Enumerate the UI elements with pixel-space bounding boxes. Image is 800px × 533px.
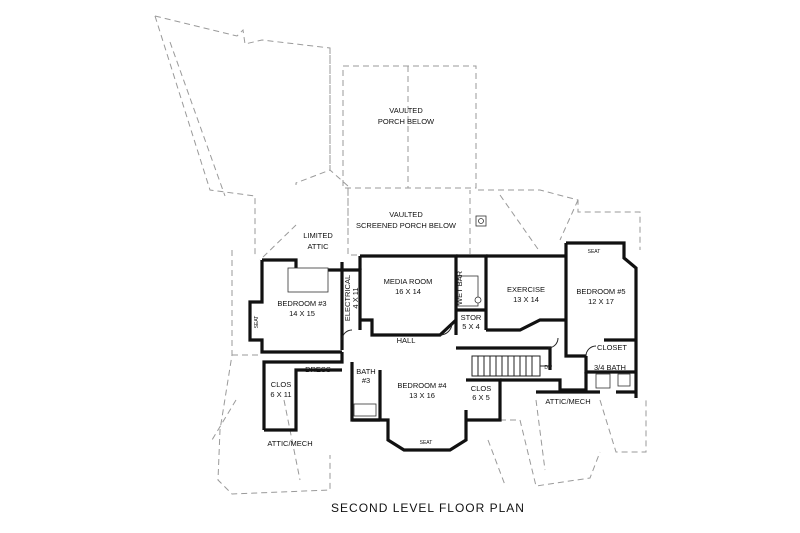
seat-left: SEAT (254, 316, 260, 329)
limited-attic-line2: ATTIC (307, 242, 329, 251)
roof-outline (154, 15, 647, 495)
closet-b5-name: CLOSET (597, 343, 627, 352)
wet-bar-name: WET BAR (455, 270, 464, 305)
stor-name: STOR (461, 313, 482, 322)
vaulted-screened-line2: SCREENED PORCH BELOW (356, 221, 457, 230)
plan-title: SECOND LEVEL FLOOR PLAN (331, 501, 525, 515)
vaulted-porch-line1: VAULTED (389, 106, 423, 115)
shower-b5 (595, 373, 611, 389)
electrical-name: ELECTRICAL (343, 275, 352, 321)
media-room-name: MEDIA ROOM (384, 277, 433, 286)
stor-size: 5 X 4 (462, 322, 480, 331)
seat-bedroom5: SEAT (588, 249, 601, 255)
bedroom4-size: 13 X 16 (409, 391, 435, 400)
tub-bath3 (353, 403, 377, 417)
vaulted-screened-line1: VAULTED (389, 210, 423, 219)
limited-attic-line1: LIMITED (303, 231, 333, 240)
electrical-size: 4 X 11 (351, 287, 360, 308)
bedroom5-name: BEDROOM #5 (576, 287, 625, 296)
bath3-name: BATH (356, 367, 375, 376)
wet-bar-counter (457, 275, 479, 307)
attic-mech-right: ATTIC/MECH (545, 397, 590, 406)
bedroom5-size: 12 X 17 (588, 297, 614, 306)
bedroom4-name: BEDROOM #4 (397, 381, 446, 390)
stair-dn-label: DN (544, 365, 552, 371)
exercise-name: EXERCISE (507, 285, 545, 294)
clos-left-size: 6 X 11 (270, 390, 291, 399)
bath3-num: #3 (362, 376, 370, 385)
vaulted-porch-line2: PORCH BELOW (378, 117, 435, 126)
room-labels: BEDROOM #3 14 X 15 ELECTRICAL 4 X 11 MED… (254, 249, 627, 448)
fixtures (287, 215, 631, 417)
bed-bedroom3 (287, 267, 329, 293)
door-swing (341, 329, 353, 341)
porch-notes: VAULTED PORCH BELOW VAULTED SCREENED POR… (303, 106, 457, 251)
seat-bedroom4: SEAT (420, 440, 433, 446)
bedroom3-size: 14 X 15 (289, 309, 315, 318)
bedroom3-name: BEDROOM #3 (277, 299, 326, 308)
stair (471, 355, 552, 377)
attic-mech-left: ATTIC/MECH (267, 439, 312, 448)
bath34-name: 3/4 BATH (594, 363, 626, 372)
clos-left-name: CLOS (271, 380, 291, 389)
clos-b4-size: 6 X 5 (472, 393, 490, 402)
hall-name: HALL (397, 336, 416, 345)
media-room-size: 16 X 14 (395, 287, 421, 296)
clos-b4-name: CLOS (471, 384, 491, 393)
exercise-size: 13 X 14 (513, 295, 539, 304)
dress-name: DRESS (305, 365, 331, 374)
